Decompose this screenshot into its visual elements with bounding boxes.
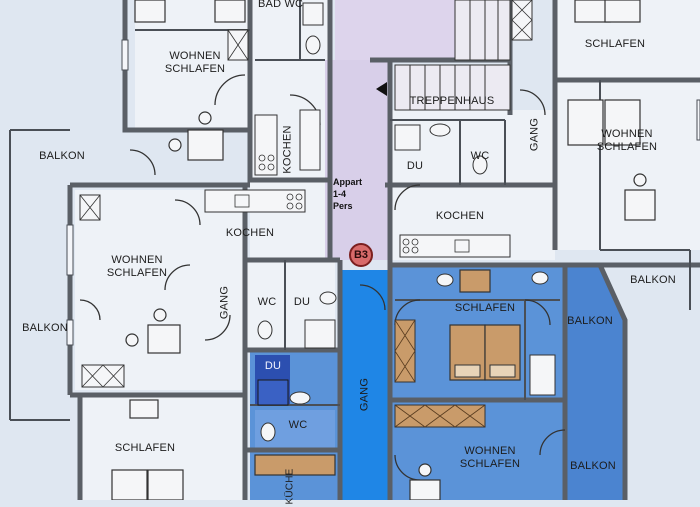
label-gang-left: GANG: [218, 285, 231, 320]
label-du-blue: DU: [264, 360, 282, 372]
label-wc-left: WC: [257, 296, 277, 308]
label-balkon-blue-top: BALKON: [567, 315, 613, 327]
balkon-blue-area: [565, 265, 625, 500]
label-treppenhaus: TREPPENHAUS: [409, 95, 495, 107]
label-schlafen-top-right: SCHLAFEN: [584, 38, 646, 50]
label-balkon-blue-bottom: BALKON: [570, 460, 616, 472]
label-wohnen-schlafen-top-left: WOHNEN SCHLAFEN: [164, 50, 226, 75]
label-kochen-mid: KOCHEN: [435, 210, 485, 222]
label-du-left: DU: [293, 296, 311, 308]
label-appart: Appart 1-4 Pers: [333, 177, 362, 211]
label-kochen-left: KOCHEN: [225, 227, 275, 239]
apartment-badge-b3: B3: [349, 243, 373, 267]
label-kochen-blue: KÜCHE: [284, 468, 296, 505]
label-wc-blue: WC: [288, 419, 308, 431]
label-schlafen-blue: SCHLAFEN: [454, 302, 516, 314]
label-wohnen-schlafen-right: WOHNEN SCHLAFEN: [596, 128, 658, 153]
label-bad-wc: BAD WC: [258, 0, 304, 10]
label-balkon-left-bottom: BALKON: [22, 322, 68, 334]
gang-blue-area: [340, 270, 390, 500]
label-balkon-left-top: BALKON: [39, 150, 85, 162]
stairs-arrow-icon: [376, 82, 387, 96]
label-wohnen-schlafen-blue: WOHNEN SCHLAFEN: [459, 445, 521, 470]
label-wc-mid: WC: [470, 150, 490, 162]
label-balkon-right-mid: BALKON: [630, 274, 676, 286]
label-gang-right: GANG: [528, 117, 541, 152]
label-wohnen-schlafen-left: WOHNEN SCHLAFEN: [106, 254, 168, 279]
label-kochen-vertical: KOCHEN: [281, 125, 294, 174]
label-gang-blue: GANG: [358, 377, 371, 412]
label-schlafen-bottom-left: SCHLAFEN: [114, 442, 176, 454]
label-du-mid: DU: [406, 160, 424, 172]
